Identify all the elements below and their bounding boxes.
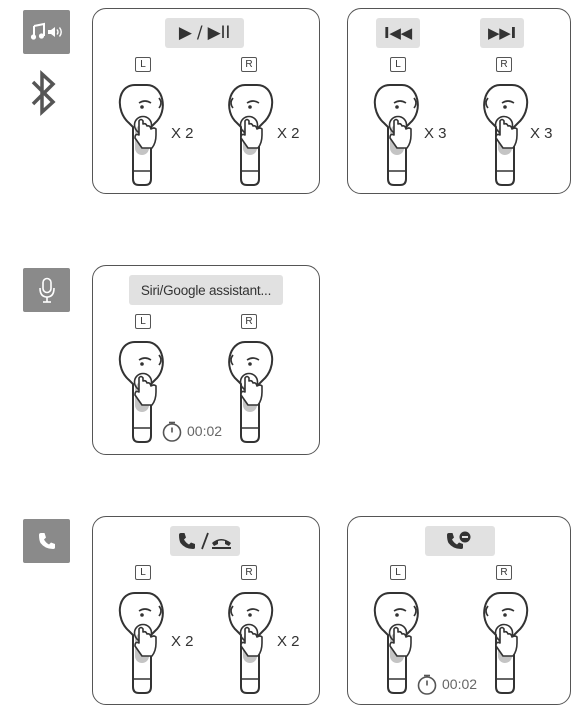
next-track-chip: ▶▶I xyxy=(480,18,524,48)
right-earbud-tap xyxy=(219,581,281,701)
track-skip-panel: I◀◀ ▶▶I L R X 3 X 3 xyxy=(347,8,571,194)
phone-badge xyxy=(23,519,70,563)
play-pause-panel: ▶ / ▶II L R X 2 X 2 xyxy=(92,8,320,194)
left-tap-count: X 3 xyxy=(424,125,447,142)
right-label: R xyxy=(241,314,257,329)
right-earbud-tap xyxy=(219,73,281,193)
left-label: L xyxy=(135,565,151,580)
left-label: L xyxy=(390,565,406,580)
hold-time: 00:02 xyxy=(187,423,223,439)
left-label: L xyxy=(135,57,151,72)
music-volume-icon xyxy=(30,22,62,40)
hold-timer: 00:02 xyxy=(416,673,477,695)
right-label: R xyxy=(496,57,512,72)
left-label: L xyxy=(135,314,151,329)
play-pause-icon: ▶ / ▶II xyxy=(178,23,231,43)
right-tap-count: X 3 xyxy=(530,125,553,142)
stopwatch-icon xyxy=(161,420,183,442)
right-earbud-tap xyxy=(474,73,536,193)
reject-chip xyxy=(425,526,495,556)
previous-track-icon: I◀◀ xyxy=(383,24,413,42)
right-earbud-hold xyxy=(219,330,281,450)
assistant-label: Siri/Google assistant... xyxy=(140,282,272,298)
right-tap-count: X 2 xyxy=(277,633,300,650)
phone-icon xyxy=(38,533,55,549)
previous-track-chip: I◀◀ xyxy=(376,18,420,48)
play-pause-chip: ▶ / ▶II xyxy=(165,18,244,48)
bluetooth-icon xyxy=(31,70,56,116)
assistant-chip: Siri/Google assistant... xyxy=(129,275,283,305)
reject-call-panel: L R 00:02 xyxy=(347,516,571,705)
hold-timer: 00:02 xyxy=(161,420,222,442)
microphone-badge xyxy=(23,268,70,312)
left-earbud-tap xyxy=(111,581,173,701)
right-label: R xyxy=(241,57,257,72)
left-earbud-tap xyxy=(366,73,428,193)
right-label: R xyxy=(241,565,257,580)
answer-end-call-panel: L R X 2 X 2 xyxy=(92,516,320,705)
right-earbud-hold xyxy=(474,581,536,701)
left-earbud-tap xyxy=(111,73,173,193)
hold-time: 00:02 xyxy=(442,676,478,692)
next-track-icon: ▶▶I xyxy=(487,24,517,42)
voice-assistant-panel: Siri/Google assistant... L R 00:02 xyxy=(92,265,320,455)
right-label: R xyxy=(496,565,512,580)
reject-call-icon xyxy=(447,531,471,549)
answer-hangup-icon xyxy=(179,532,231,550)
stopwatch-icon xyxy=(416,673,438,695)
left-label: L xyxy=(390,57,406,72)
left-tap-count: X 2 xyxy=(171,633,194,650)
answer-end-chip xyxy=(170,526,240,556)
music-volume-badge xyxy=(23,10,70,54)
left-tap-count: X 2 xyxy=(171,125,194,142)
microphone-icon xyxy=(38,277,55,303)
right-tap-count: X 2 xyxy=(277,125,300,142)
